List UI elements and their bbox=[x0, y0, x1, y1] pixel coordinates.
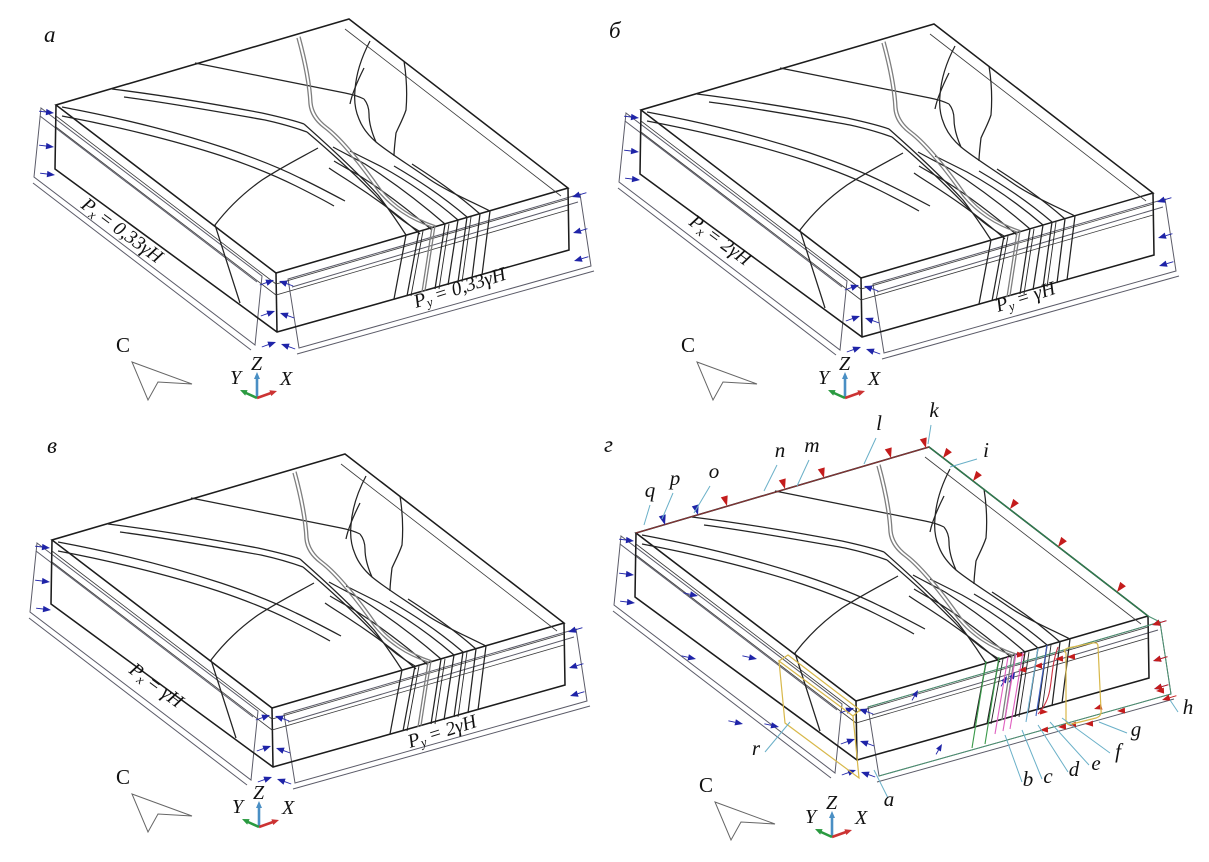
svg-text:h: h bbox=[1183, 695, 1194, 719]
svg-text:i: i bbox=[983, 438, 989, 462]
svg-text:в: в bbox=[47, 433, 57, 458]
svg-text:C: C bbox=[699, 773, 713, 797]
svg-text:a: a bbox=[884, 787, 895, 811]
svg-text:X: X bbox=[281, 797, 295, 819]
svg-text:а: а bbox=[44, 22, 56, 47]
svg-text:Y: Y bbox=[230, 367, 243, 389]
svg-text:Y: Y bbox=[805, 806, 818, 828]
svg-text:Z: Z bbox=[251, 353, 263, 375]
svg-text:p: p bbox=[668, 466, 681, 490]
svg-text:Y: Y bbox=[232, 796, 245, 818]
svg-text:c: c bbox=[1043, 764, 1053, 788]
svg-text:f: f bbox=[1115, 739, 1124, 763]
svg-text:m: m bbox=[804, 433, 819, 457]
svg-text:q: q bbox=[645, 478, 656, 502]
svg-text:C: C bbox=[681, 333, 695, 357]
svg-text:g: g bbox=[1131, 717, 1142, 741]
svg-text:k: k bbox=[929, 398, 939, 422]
svg-text:C: C bbox=[116, 333, 130, 357]
svg-text:Z: Z bbox=[839, 353, 851, 375]
svg-text:Y: Y bbox=[818, 367, 831, 389]
svg-text:e: e bbox=[1091, 751, 1100, 775]
svg-text:X: X bbox=[854, 807, 868, 829]
svg-text:Z: Z bbox=[826, 792, 838, 814]
svg-text:l: l bbox=[876, 411, 882, 435]
svg-text:X: X bbox=[279, 368, 293, 390]
svg-text:r: r bbox=[752, 736, 761, 760]
svg-text:г: г bbox=[604, 432, 613, 457]
svg-text:d: d bbox=[1069, 757, 1080, 781]
svg-text:n: n bbox=[775, 438, 786, 462]
svg-text:o: o bbox=[709, 459, 720, 483]
svg-text:b: b bbox=[1023, 767, 1034, 791]
svg-text:X: X bbox=[867, 368, 881, 390]
svg-text:C: C bbox=[116, 765, 130, 789]
svg-text:б: б bbox=[609, 18, 622, 43]
svg-text:Z: Z bbox=[253, 782, 265, 804]
